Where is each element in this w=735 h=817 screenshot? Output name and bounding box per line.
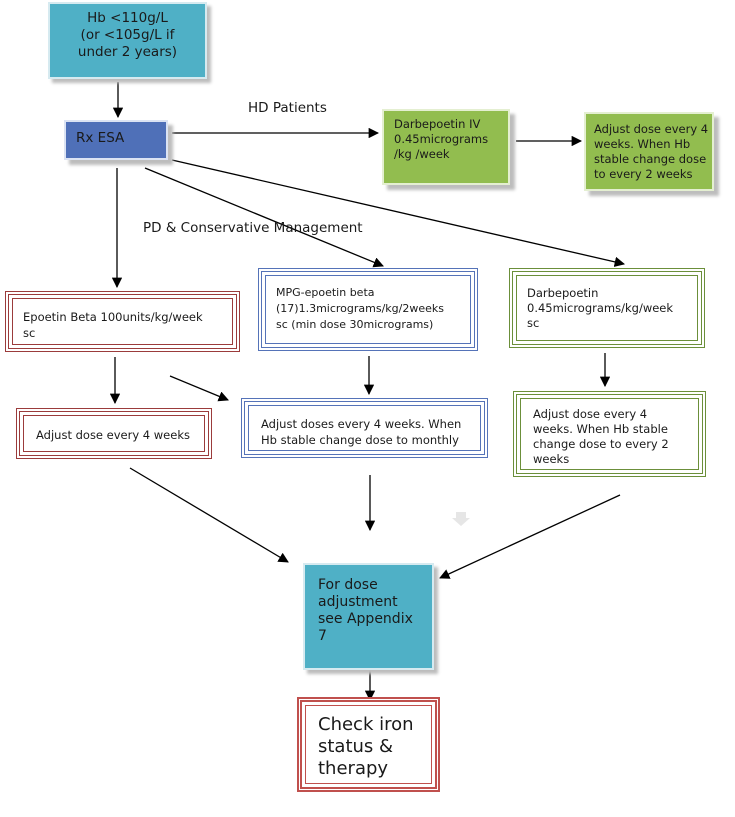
darbepoetin-sc-text: Darbepoetin 0.45micrograms/kg/week sc <box>527 286 674 330</box>
mpg-epoetin-box: MPG-epoetin beta (17)1.3micrograms/kg/2w… <box>258 268 478 351</box>
adjust-4-weeks-text: Adjust dose every 4 weeks <box>36 428 190 442</box>
rx-esa-text: Rx ESA <box>76 130 125 146</box>
adjust-hd-box: Adjust dose every 4 weeks. When Hb stabl… <box>584 112 714 191</box>
adjust-monthly-box: Adjust doses every 4 weeks. When Hb stab… <box>241 398 488 458</box>
adjust-monthly-text: Adjust doses every 4 weeks. When Hb stab… <box>261 417 462 447</box>
arrow-epoetin-to-adjust-monthly <box>169 375 229 402</box>
mpg-epoetin-text: MPG-epoetin beta (17)1.3micrograms/kg/2w… <box>276 286 444 331</box>
darbepoetin-iv-box: Darbepoetin IV 0.45micrograms /kg /week <box>382 109 510 185</box>
hd-patients-label: HD Patients <box>248 100 327 116</box>
arrow-adjust4-to-fordose <box>129 467 289 563</box>
arrow-rx-to-darbepoetin-sc <box>171 159 626 267</box>
arrow-rx-to-mpg <box>144 167 384 268</box>
pd-conservative-label: PD & Conservative Management <box>143 220 363 236</box>
epoetin-beta-text: Epoetin Beta 100units/kg/week sc <box>23 310 203 340</box>
rx-esa-box: Rx ESA <box>64 120 168 160</box>
darbepoetin-iv-text: Darbepoetin IV 0.45micrograms /kg /week <box>394 117 489 161</box>
adjust-2-weeks-box: Adjust dose every 4 weeks. When Hb stabl… <box>513 391 706 477</box>
adjust-hd-text: Adjust dose every 4 weeks. When Hb stabl… <box>594 122 709 181</box>
epoetin-beta-box: Epoetin Beta 100units/kg/week sc <box>5 291 240 352</box>
check-iron-text: Check iron status & therapy <box>318 714 414 779</box>
arrow-adjust2-to-fordose <box>439 494 621 579</box>
hb-threshold-text: Hb <110g/L (or <105g/L if under 2 years) <box>77 10 178 60</box>
for-dose-box: For dose adjustment see Appendix 7 <box>303 563 434 670</box>
hb-threshold-box: Hb <110g/L (or <105g/L if under 2 years) <box>48 2 207 79</box>
for-dose-text: For dose adjustment see Appendix 7 <box>318 577 413 644</box>
adjust-2-weeks-text: Adjust dose every 4 weeks. When Hb stabl… <box>533 407 669 466</box>
check-iron-box: Check iron status & therapy <box>297 697 440 792</box>
adjust-4-weeks-box: Adjust dose every 4 weeks <box>16 408 212 459</box>
darbepoetin-sc-box: Darbepoetin 0.45micrograms/kg/week sc <box>509 268 705 348</box>
faint-arrow-icon <box>452 512 470 526</box>
